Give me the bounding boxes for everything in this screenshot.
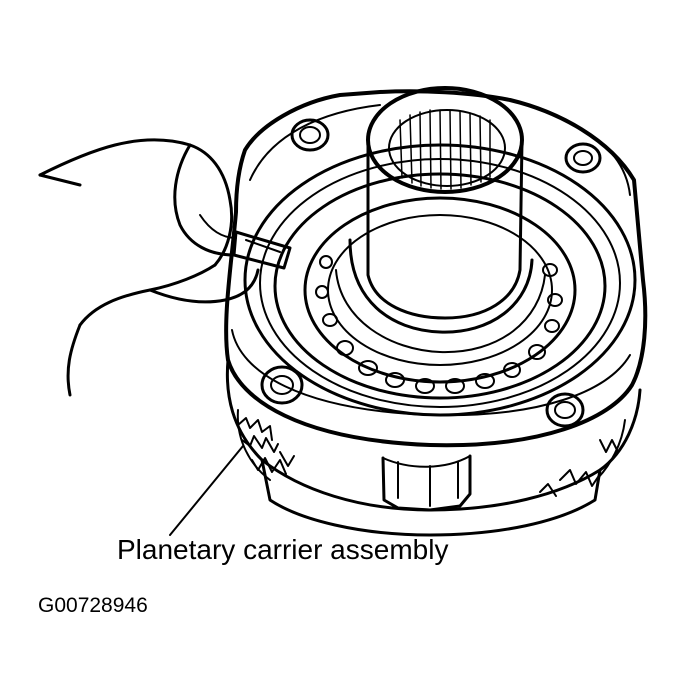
hub-shaft xyxy=(335,86,546,354)
bolt-hole-bottom-left xyxy=(260,365,304,405)
figure-code: G00728946 xyxy=(38,594,148,617)
gear-teeth-right xyxy=(539,439,619,497)
hub-internal-splines xyxy=(399,109,491,190)
snap-ring-groove xyxy=(243,143,637,417)
callout-label: Planetary carrier assembly xyxy=(117,534,449,565)
bolt-hole-top-left xyxy=(290,118,330,152)
callout-leader-line xyxy=(169,445,244,536)
bolt-hole-top-right xyxy=(564,142,602,174)
bolt-hole-bottom-right xyxy=(545,392,585,428)
gear-teeth-left xyxy=(237,417,295,475)
technician-hand xyxy=(38,138,260,397)
ball-bearing xyxy=(303,196,577,394)
removal-tool xyxy=(232,230,292,270)
pinion-window xyxy=(381,454,472,512)
